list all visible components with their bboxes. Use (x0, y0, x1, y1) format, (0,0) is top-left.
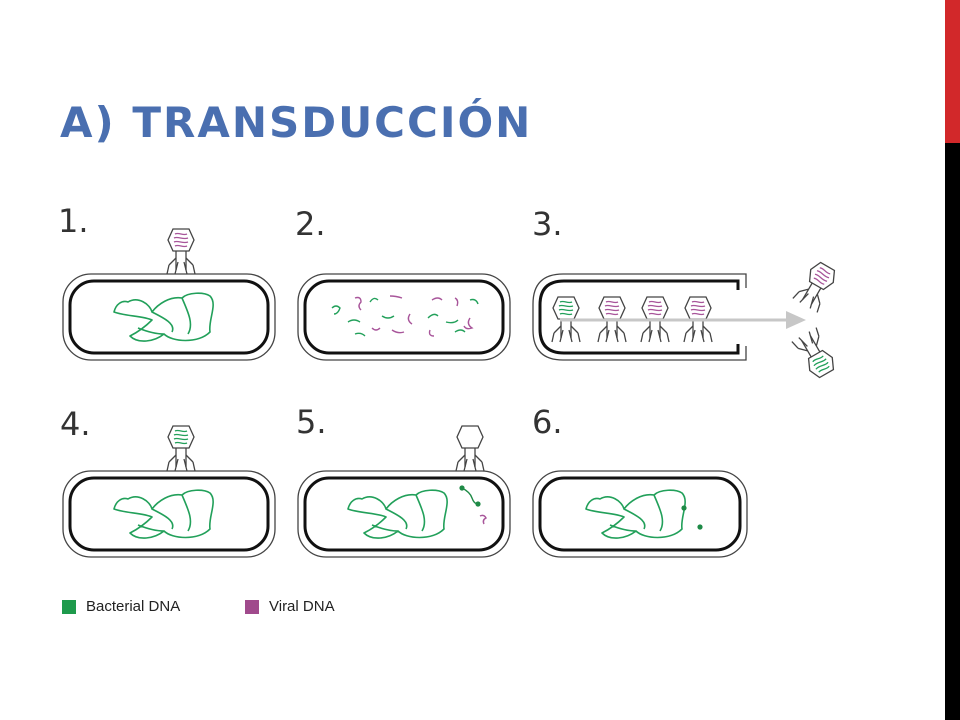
cell-outer-wall (297, 273, 511, 361)
step-label-4: 4. (60, 405, 91, 443)
cell-outer-wall (532, 470, 748, 558)
step-label-1: 1. (58, 202, 89, 240)
recombined-dna-marker (697, 524, 703, 530)
step-2-panel (297, 273, 511, 361)
released-phage-icon (791, 326, 840, 382)
arrow-head-icon (786, 311, 806, 329)
legend-label: Viral DNA (269, 598, 335, 615)
fragmented-dna (331, 295, 479, 337)
slide-side-bar (945, 143, 960, 720)
injected-dna (459, 485, 487, 525)
empty-phage-icon (455, 425, 485, 472)
step-label-2: 2. (295, 205, 326, 243)
cell-outer-wall (62, 470, 276, 558)
released-phage-icon (792, 258, 841, 314)
phage-icon (166, 228, 196, 275)
step-4-panel (62, 425, 276, 558)
cell-membrane (303, 476, 505, 552)
viral-dna-swatch (245, 599, 259, 614)
cell-membrane (303, 279, 505, 355)
transduction-diagram (62, 228, 841, 558)
step-5-panel (297, 425, 511, 558)
slide-accent-bar (945, 0, 960, 143)
cell-membrane (68, 279, 270, 355)
bacterial-dna-swatch (62, 599, 76, 614)
cell-membrane (538, 476, 742, 552)
recombined-dna-marker (681, 505, 687, 511)
step-6-panel (532, 470, 748, 558)
step-1-panel (62, 228, 276, 361)
cell-membrane (68, 476, 270, 552)
slide-title: A) TRANSDUCCIÓN (60, 98, 533, 147)
legend-bacterial-dna: Bacterial DNA (62, 598, 180, 615)
legend-label: Bacterial DNA (86, 598, 181, 615)
cell-membrane (538, 279, 740, 355)
step-label-5: 5. (296, 403, 327, 441)
step-label-3: 3. (532, 205, 563, 243)
step-label-6: 6. (532, 403, 563, 441)
cell-outer-wall (297, 470, 511, 558)
legend-viral-dna: Viral DNA (245, 598, 335, 615)
step-3-panel (532, 258, 841, 382)
phage-icon (166, 425, 196, 472)
cell-outer-wall (62, 273, 276, 361)
